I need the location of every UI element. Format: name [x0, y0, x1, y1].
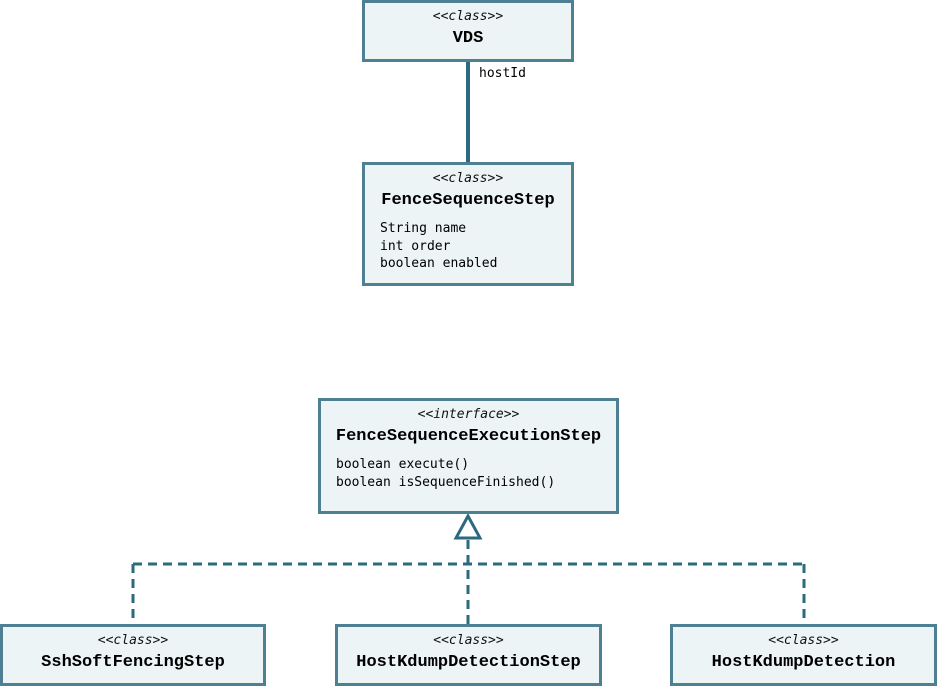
- class-name: SshSoftFencingStep: [41, 653, 225, 672]
- attribute-item: String name: [380, 221, 467, 236]
- stereotype-label: <<class>>: [97, 633, 169, 648]
- class-box-host-kdump-detection-step[interactable]: <<class>> HostKdumpDetectionStep: [335, 624, 602, 686]
- stereotype-label: <<class>>: [433, 633, 504, 648]
- attribute-item: int order: [380, 238, 451, 254]
- stereotype-label: <<class>>: [768, 633, 839, 648]
- class-box-vds[interactable]: <<class>> VDS: [362, 0, 574, 62]
- realization-arrow-icon: [453, 512, 483, 540]
- method-item: boolean isSequenceFinished(): [336, 474, 556, 490]
- class-name: HostKdumpDetectionStep: [356, 653, 581, 672]
- class-box-ssh-soft-fencing-step[interactable]: <<class>> SshSoftFencingStep: [0, 624, 266, 686]
- stereotype-label: <<interface>>: [417, 407, 520, 422]
- class-box-host-kdump-detection[interactable]: <<class>> HostKdumpDetection: [670, 624, 937, 686]
- stereotype-label: <<class>>: [432, 9, 504, 24]
- method-list: boolean execute() boolean isSequenceFini…: [336, 456, 616, 491]
- attribute-list: String name int order boolean enabled: [380, 220, 571, 273]
- class-box-fence-sequence-step[interactable]: <<class>> FenceSequenceStep String name …: [362, 162, 574, 286]
- association-label: hostId: [479, 66, 526, 81]
- class-name: VDS: [452, 29, 484, 48]
- class-name: HostKdumpDetection: [711, 653, 896, 672]
- stereotype-label: <<class>>: [432, 171, 504, 186]
- interface-box-fence-sequence-execution-step[interactable]: <<interface>> FenceSequenceExecutionStep…: [318, 398, 619, 514]
- interface-name: FenceSequenceExecutionStep: [335, 427, 602, 446]
- method-item: boolean execute(): [336, 457, 470, 472]
- class-name: FenceSequenceStep: [381, 191, 555, 210]
- attribute-item: boolean enabled: [380, 256, 498, 271]
